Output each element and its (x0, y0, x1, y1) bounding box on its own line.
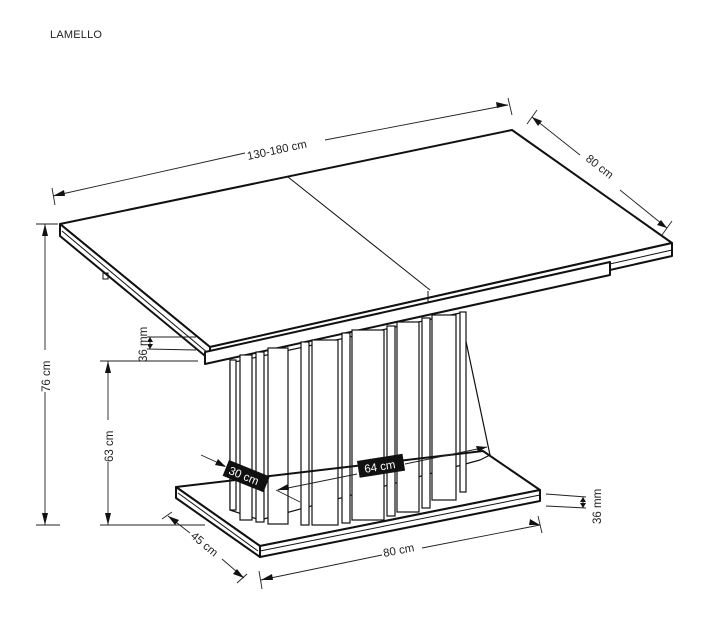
dimension-base-thickness: 36 mm (545, 489, 604, 524)
label-base-depth: 45 cm (188, 530, 220, 559)
label-length: 130-180 cm (246, 139, 308, 163)
label-pedestal-width: 64 cm (364, 459, 397, 476)
label-box-pedestal-depth (222, 460, 270, 493)
label-box-pedestal-width (357, 453, 406, 478)
label-top-thickness: 36 mm (138, 327, 150, 362)
tabletop (59, 129, 673, 365)
label-depth: 80 cm (583, 153, 615, 182)
product-title: LAMELLO (50, 29, 103, 41)
pedestal-slats (229, 311, 491, 526)
dimension-base-depth: 45 cm (150, 511, 248, 584)
dimension-top-thickness: 36 mm (138, 327, 197, 362)
label-total-height: 76 cm (41, 361, 53, 392)
label-base-width: 80 cm (382, 542, 415, 560)
dimension-pedestal-width: 64 cm (277, 446, 488, 491)
base-plate (175, 450, 541, 558)
label-base-thickness: 36 mm (592, 489, 604, 524)
dimension-base-width: 80 cm (258, 515, 543, 590)
label-pedestal-height: 63 cm (104, 431, 116, 462)
dimension-total-height: 76 cm (36, 223, 60, 526)
